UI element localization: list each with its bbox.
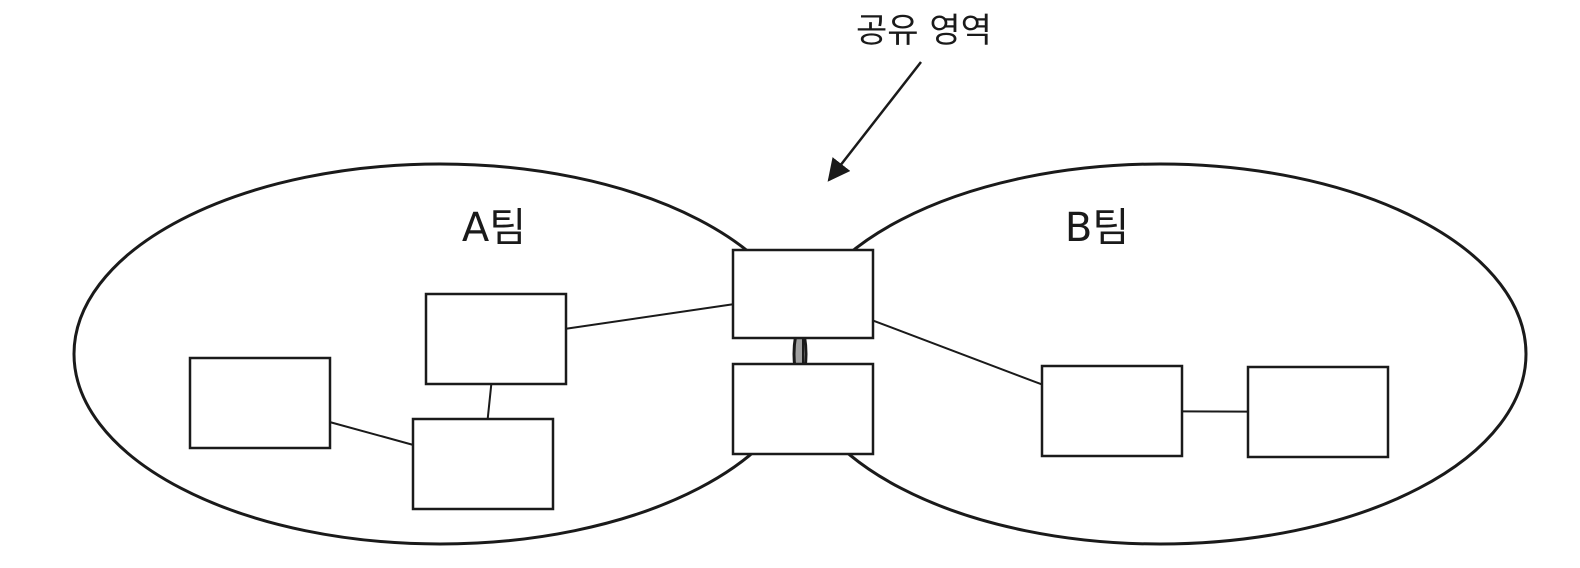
- team-a-box-1: [188, 356, 332, 450]
- connector-a2-s1: [565, 303, 734, 330]
- team-a-box-2: [424, 292, 568, 386]
- team-b-label: B팀: [1065, 205, 1129, 251]
- team-a-ellipse: [72, 162, 808, 546]
- team-b-box-2: [1246, 365, 1390, 459]
- shared-area-arrow: [827, 61, 922, 182]
- connector-s1-b1: [872, 319, 1043, 386]
- shared-area-label: 공유 영역: [856, 11, 992, 51]
- node-boxes: [188, 248, 1390, 511]
- team-b-box-1: [1040, 364, 1184, 458]
- shared-box-1: [731, 248, 875, 340]
- connector-lines: [329, 303, 1249, 446]
- team-a-label: A팀: [462, 205, 526, 251]
- shared-box-2: [731, 362, 875, 456]
- connector-a1-a3: [329, 421, 414, 446]
- team-b-ellipse: [792, 162, 1528, 546]
- team-a-box-3: [411, 417, 555, 511]
- connector-a2-a3: [486, 383, 493, 420]
